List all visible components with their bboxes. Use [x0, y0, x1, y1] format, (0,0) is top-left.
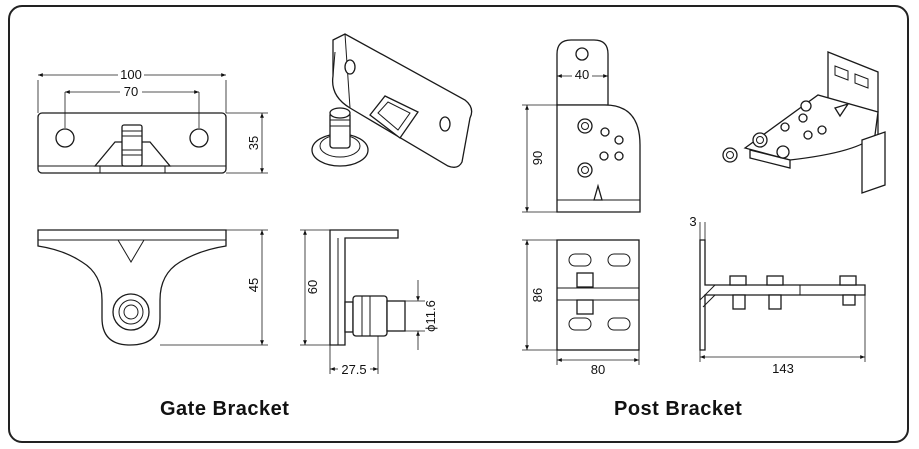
dim-post-length: 143 — [772, 361, 794, 376]
dim-post-plate-height: 86 — [530, 288, 545, 302]
post-iso-view — [722, 51, 886, 194]
gate-side-view: 60 ϕ11.6 27.5 — [300, 229, 438, 377]
post-bracket-caption: Post Bracket — [614, 398, 743, 420]
mount-hole-left — [55, 128, 75, 148]
dim-gate-top-width: 100 — [120, 67, 142, 82]
dim-post-tab-width: 40 — [575, 67, 589, 82]
dim-gate-hole-spacing: 70 — [124, 84, 138, 99]
gate-iso-view — [311, 33, 473, 168]
dim-gate-side-height: 60 — [305, 280, 320, 294]
gate-front-view: 100 70 35 — [37, 66, 268, 174]
gate-bracket-caption: Gate Bracket — [160, 398, 290, 420]
drawing-frame — [8, 5, 909, 443]
post-side-view: 3 143 — [689, 214, 866, 376]
dim-gate-pin-diameter: ϕ11.6 — [423, 300, 438, 332]
mount-hole-right — [189, 128, 209, 148]
gate-top-view: 45 — [37, 229, 268, 346]
post-top-view: 86 80 — [522, 239, 640, 377]
dim-gate-pin-offset: 27.5 — [341, 362, 366, 377]
dim-gate-bottom-height: 45 — [246, 278, 261, 292]
dim-post-thickness: 3 — [689, 214, 696, 229]
dim-post-height: 90 — [530, 151, 545, 165]
dim-post-plate-width: 80 — [591, 362, 605, 377]
post-front-view: 40 90 — [522, 39, 641, 213]
pivot-pin — [121, 124, 143, 167]
dim-gate-top-height: 35 — [246, 136, 261, 150]
